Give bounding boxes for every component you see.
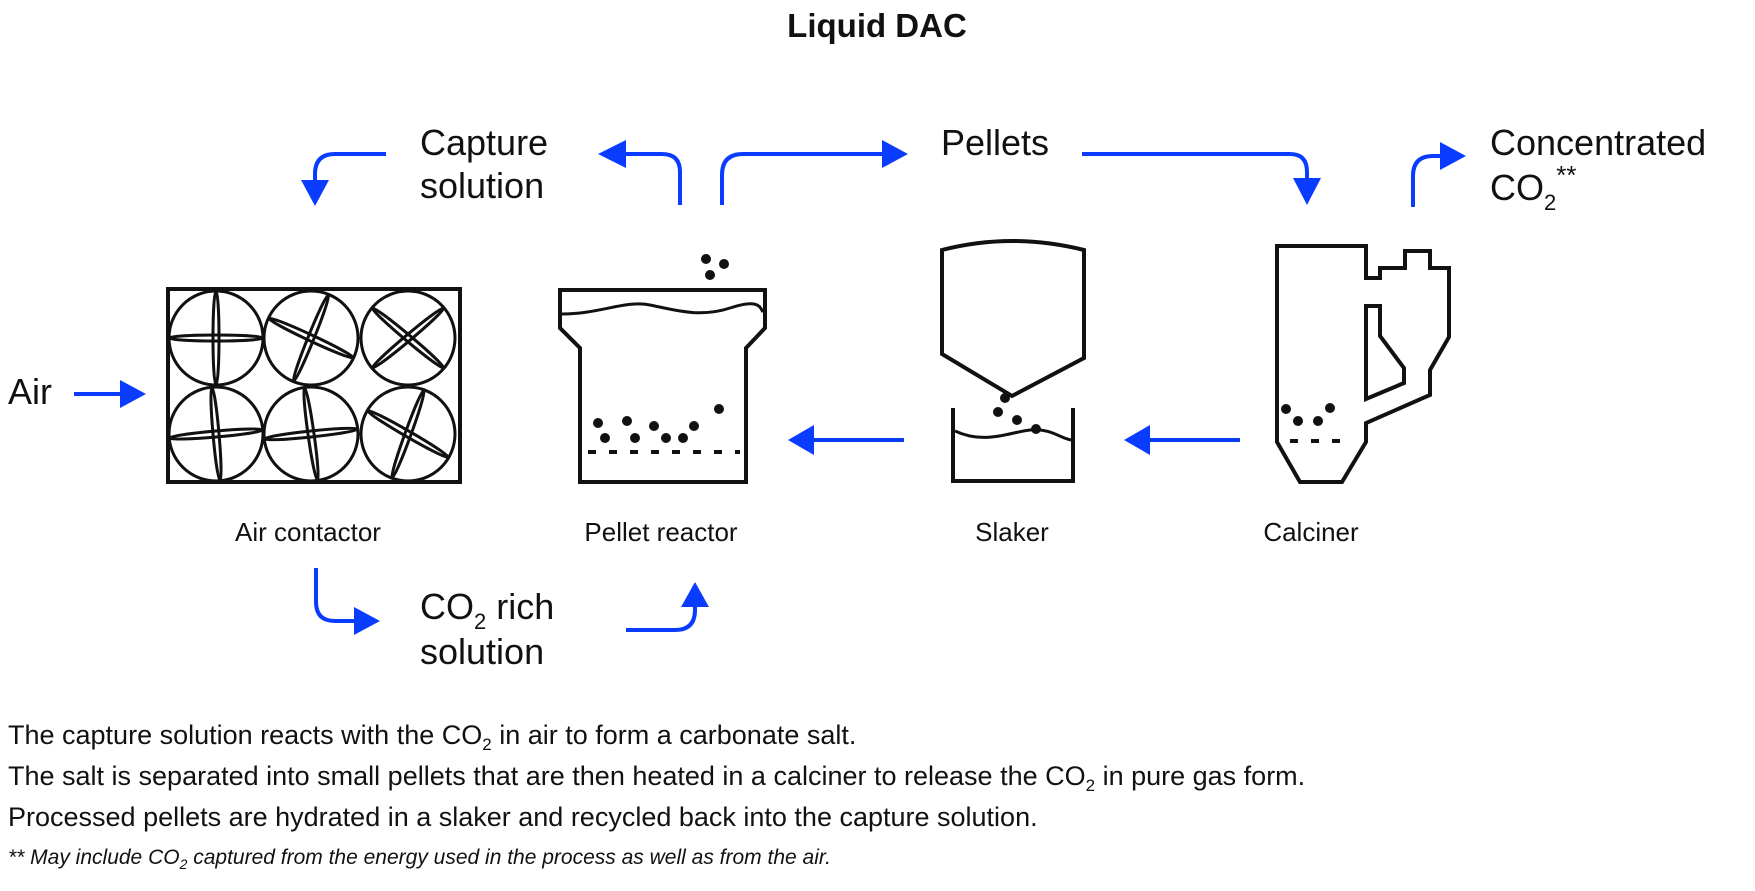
air-contactor-icon bbox=[166, 287, 462, 484]
arrow-reactor-to-pellets bbox=[720, 140, 908, 205]
arrow-contactor-to-co2-rich bbox=[314, 568, 380, 635]
footnote: ** May include CO2 captured from the ene… bbox=[8, 846, 831, 872]
description-line-2: The salt is separated into small pellets… bbox=[8, 761, 1306, 795]
arrow-co2-rich-to-reactor bbox=[626, 582, 709, 632]
arrow-slaker-to-reactor bbox=[788, 425, 904, 455]
diagram-title: Liquid DAC bbox=[787, 7, 967, 44]
label-co2-product: CO2** bbox=[1490, 160, 1577, 215]
label-pellets: Pellets bbox=[941, 122, 1049, 163]
arrow-reactor-to-capture-solution bbox=[598, 140, 682, 205]
label-concentrated: Concentrated bbox=[1490, 122, 1706, 163]
unit-label-calciner: Calciner bbox=[1263, 517, 1359, 547]
slaker-icon bbox=[940, 239, 1086, 483]
arrow-pellets-to-calciner bbox=[1082, 152, 1321, 205]
arrow-capture-solution-to-contactor bbox=[301, 152, 386, 206]
unit-label-air-contactor: Air contactor bbox=[235, 517, 381, 547]
label-co2-rich-solution: solution bbox=[420, 631, 544, 672]
unit-label-pellet-reactor: Pellet reactor bbox=[584, 517, 738, 547]
calciner-icon bbox=[1275, 244, 1451, 484]
pellet-reactor-icon bbox=[558, 254, 767, 484]
unit-label-slaker: Slaker bbox=[975, 517, 1049, 547]
arrow-calciner-to-slaker bbox=[1124, 425, 1240, 455]
description-line-3: Processed pellets are hydrated in a slak… bbox=[8, 802, 1038, 832]
label-capture-solution-1: Capture bbox=[420, 122, 548, 163]
label-air: Air bbox=[8, 371, 52, 412]
description-line-1: The capture solution reacts with the CO2… bbox=[8, 720, 857, 754]
arrow-calciner-to-co2 bbox=[1411, 142, 1466, 207]
arrow-air-to-contactor bbox=[74, 380, 146, 408]
label-co2-rich: CO2 rich bbox=[420, 586, 554, 634]
label-capture-solution-2: solution bbox=[420, 165, 544, 206]
